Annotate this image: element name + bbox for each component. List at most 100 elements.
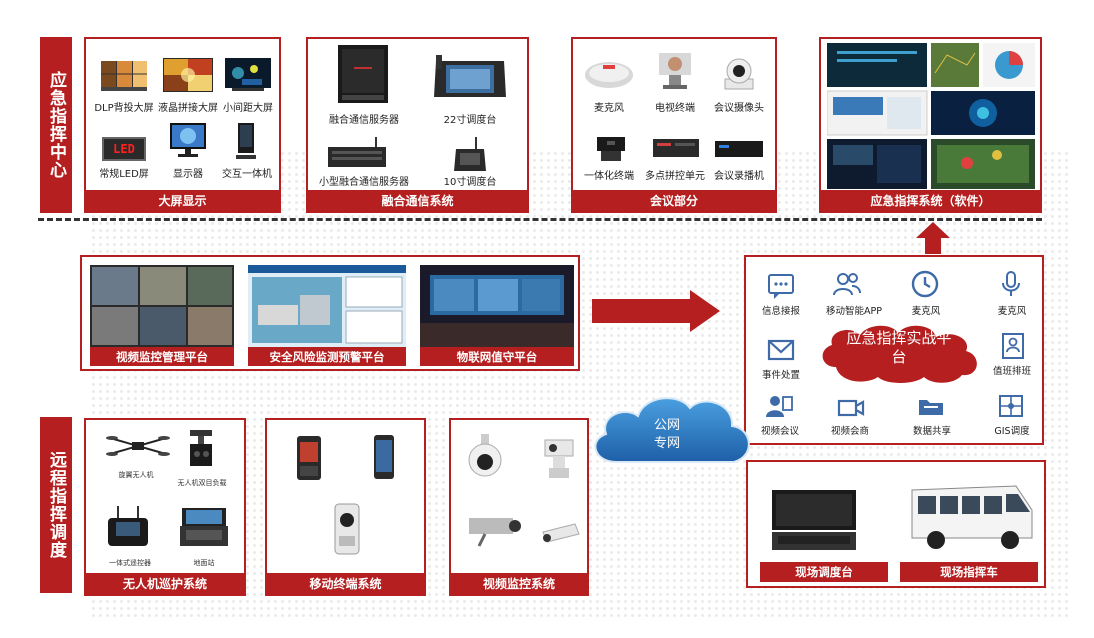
network-cloud-icon <box>594 397 750 463</box>
platform-panel: 视频监控管理平台 安全风险监测预警平台 物联网值守平台 <box>80 255 580 371</box>
lcd-splice-image <box>163 58 213 92</box>
microphone-icon <box>1002 271 1020 296</box>
dispatch-console-22-image <box>434 55 506 97</box>
video-meeting-icon <box>766 396 793 417</box>
duty-schedule-icon <box>1002 333 1024 359</box>
big-screen-label-monitor: 显示器 <box>173 169 203 180</box>
video-title: 视频监控系统 <box>451 573 587 594</box>
command-platform-center-text: 应急指挥实战平台 <box>846 329 952 366</box>
meeting-label-recorder: 会议录播机 <box>714 171 764 182</box>
meeting-panel: 麦克风 电视终端 会议摄像头 一体化终端 多点拼控单元 会议录播机 会议部分 <box>571 37 777 213</box>
up-arrow-icon <box>916 222 950 254</box>
meeting-label-mcu: 多点拼控单元 <box>645 171 705 182</box>
right-arrow-icon <box>592 290 720 332</box>
field-panel: 现场调度台 现场指挥车 <box>746 460 1046 588</box>
command-platform-panel: 信息接报 移动智能APP 麦克风 麦克风 事件处置 应急指挥实战平台 值班排班 <box>744 255 1044 445</box>
iot-platform-image <box>420 265 574 347</box>
gis-icon <box>999 395 1023 417</box>
big-screen-label-led: 常规LED屏 <box>99 169 149 180</box>
mobile-title: 移动终端系统 <box>267 573 424 594</box>
cmd-label-mic-2: 麦克风 <box>997 306 1027 317</box>
led-screen-image: LED <box>102 137 146 161</box>
small-comm-server-image <box>328 137 386 167</box>
big-screen-title: 大屏显示 <box>86 190 279 211</box>
folder-share-icon <box>919 400 943 415</box>
big-screen-label-lcd: 液晶拼接大屏 <box>158 103 218 114</box>
software-panel: 应急指挥系统（软件） <box>819 37 1042 213</box>
big-screen-panel: DLP背投大屏 液晶拼接大屏 小间距大屏 LED 常规LED屏 显示器 交互一体… <box>84 37 281 213</box>
mail-icon <box>767 339 795 361</box>
clock-icon <box>911 270 939 298</box>
drone-label-ground-station: 地面站 <box>193 559 215 567</box>
cmd-label-video-meeting: 视频会议 <box>760 426 800 437</box>
network-cloud-line1: 公网 <box>654 418 681 433</box>
ptz-camera-image <box>544 439 574 478</box>
meeting-label-tv: 电视终端 <box>655 103 695 114</box>
mobile-app-icon <box>833 273 861 296</box>
platform-label-video: 视频监控管理平台 <box>90 347 234 366</box>
video-platform-image <box>90 265 234 347</box>
cmd-label-video-consult: 视频会商 <box>830 426 870 437</box>
comm-server-image <box>338 45 388 103</box>
field-label-console: 现场调度台 <box>760 562 888 582</box>
tv-terminal-image <box>659 53 691 89</box>
drone-title: 无人机巡护系统 <box>86 573 244 594</box>
big-screen-label-interactive: 交互一体机 <box>222 169 272 180</box>
command-platform-cloud <box>822 325 977 383</box>
drone-label-rotor: 旋翼无人机 <box>118 471 154 479</box>
ground-station-image <box>180 508 228 546</box>
comm-label-small-server: 小型融合通信服务器 <box>319 177 409 188</box>
drone-label-payload: 无人机双目负载 <box>177 479 227 487</box>
video-panel: 视频监控系统 <box>449 418 589 596</box>
microphone-device-image <box>585 62 633 88</box>
drone-image <box>106 436 170 456</box>
side-label-remote-dispatch: 远程指挥调度 <box>40 417 72 593</box>
big-screen-label-small-pitch: 小间距大屏 <box>223 103 273 114</box>
box-camera-image <box>542 523 580 543</box>
small-pitch-screen-image <box>225 58 271 91</box>
network-cloud-line2: 专网 <box>654 436 681 451</box>
smartphone-image <box>374 435 394 479</box>
platform-label-risk: 安全风险监测预警平台 <box>248 347 406 366</box>
field-console-image <box>772 490 856 550</box>
cmd-label-mic-1: 麦克风 <box>911 306 941 317</box>
cmd-label-info-report: 信息接报 <box>761 306 801 317</box>
drone-panel: 旋翼无人机 无人机双目负载 一体式遥控器 地面站 无人机巡护系统 <box>84 418 246 596</box>
integrated-terminal-image <box>597 137 625 161</box>
cmd-label-gis: GIS调度 <box>994 426 1030 437</box>
comm-label-console-10: 10寸调度台 <box>443 177 497 188</box>
drone-payload-image <box>190 430 212 466</box>
cmd-label-data-share: 数据共享 <box>912 426 952 437</box>
divider-line <box>38 218 1042 221</box>
drone-label-controller: 一体式遥控器 <box>109 559 151 567</box>
remote-controller-image <box>108 506 148 546</box>
dlp-screen-image <box>101 61 147 91</box>
dispatch-console-10-image <box>454 137 486 171</box>
cmd-label-event: 事件处置 <box>761 370 801 381</box>
info-report-icon <box>768 274 794 299</box>
big-screen-label-dlp: DLP背投大屏 <box>94 103 154 114</box>
cmd-label-duty: 值班排班 <box>992 366 1032 377</box>
comm-system-panel: 融合通信服务器 22寸调度台 小型融合通信服务器 10寸调度台 融合通信系统 <box>306 37 529 213</box>
monitor-image <box>170 123 206 157</box>
led-screen-text: LED <box>113 142 135 156</box>
meeting-label-mic: 麦克风 <box>594 103 624 114</box>
meeting-title: 会议部分 <box>573 190 775 211</box>
interactive-display-image <box>236 123 256 159</box>
comm-system-title: 融合通信系统 <box>308 190 527 211</box>
mobile-panel: 移动终端系统 <box>265 418 426 596</box>
platform-label-iot: 物联网值守平台 <box>420 347 574 366</box>
rugged-phone-image <box>297 436 321 480</box>
mcu-unit-image <box>653 139 699 157</box>
dome-camera-image <box>468 434 502 477</box>
comm-label-console-22: 22寸调度台 <box>443 115 497 126</box>
comm-label-server: 融合通信服务器 <box>329 115 399 126</box>
risk-platform-image <box>248 265 406 347</box>
recorder-image <box>715 141 763 157</box>
meeting-label-camera: 会议摄像头 <box>714 103 764 114</box>
side-label-command-center: 应急指挥中心 <box>40 37 72 213</box>
bullet-camera-image <box>469 518 521 547</box>
cmd-label-mobile-app: 移动智能APP <box>826 306 882 317</box>
video-camera-icon <box>837 399 865 417</box>
meeting-camera-image <box>724 58 754 90</box>
